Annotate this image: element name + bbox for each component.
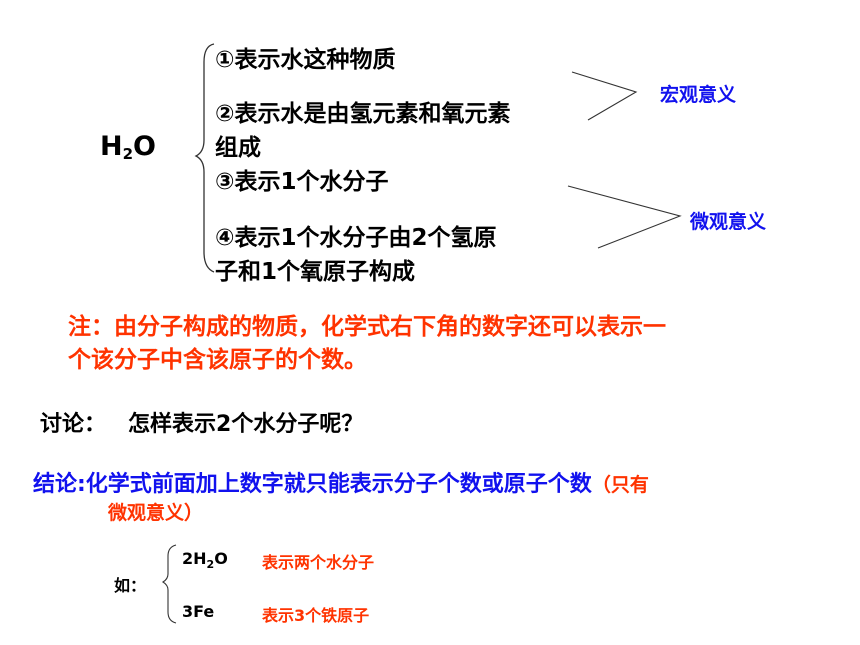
discussion: 讨论： 怎样表示2个水分子呢？ [40,406,363,438]
meaning-4: ④表示1个水分子由2个氢原 子和1个氧原子构成 [215,225,497,285]
discussion-question: 怎样表示2个水分子呢？ [128,412,364,437]
examples-label: 如： [114,576,147,595]
conclusion-paren-cont: 微观意义） [108,502,204,524]
meaning-1: ①表示水这种物质 [215,47,396,73]
macro-bracket [571,71,638,121]
example-meaning-2: 表示3个铁原子 [262,606,370,625]
conclusion: 结论:化学式前面加上数字就只能表示分子个数或原子个数（只有 [33,472,649,497]
discussion-label: 讨论： [40,412,107,437]
example-formula-2: 3Fe [182,602,215,621]
formula-h2o: H2O [100,131,156,163]
note: 注：由分子构成的物质，化学式右下角的数字还可以表示一 个该分子中含该原子的个数。 [68,314,666,373]
macro-label: 宏观意义 [660,84,737,106]
example-meaning-1: 表示两个水分子 [262,553,375,572]
meaning-3: ③表示1个水分子 [215,169,389,195]
micro-bracket [567,185,682,249]
example-formula-1: 2H2O [182,549,228,572]
micro-label: 微观意义 [690,211,767,233]
big-brace [194,43,215,273]
meaning-2: ②表示水是由氢元素和氧元素 组成 [215,101,511,161]
example-brace [161,544,177,624]
